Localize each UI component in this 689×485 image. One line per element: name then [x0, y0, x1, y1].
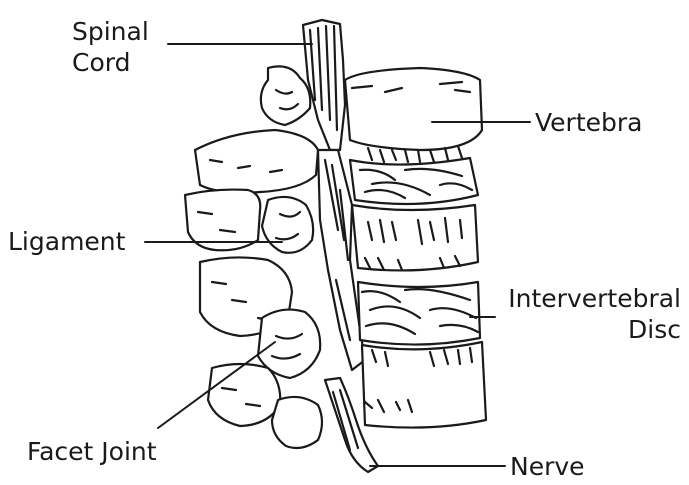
- label-spinal-cord-line2: Cord: [72, 47, 149, 78]
- label-facet-joint: Facet Joint: [27, 436, 157, 467]
- posterior-elements-drawing: [185, 66, 322, 448]
- label-facet-joint-text: Facet Joint: [27, 436, 157, 467]
- label-intervertebral-disc: Intervertebral Disc: [508, 283, 681, 345]
- label-intervertebral-disc-line2: Disc: [508, 314, 681, 345]
- label-vertebra: Vertebra: [535, 107, 642, 138]
- label-intervertebral-disc-line1: Intervertebral: [508, 283, 681, 314]
- label-ligament-text: Ligament: [8, 226, 125, 257]
- label-spinal-cord: Spinal Cord: [72, 16, 149, 78]
- label-spinal-cord-line1: Spinal: [72, 16, 149, 47]
- label-ligament: Ligament: [8, 226, 125, 257]
- label-nerve-text: Nerve: [510, 451, 585, 482]
- label-vertebra-text: Vertebra: [535, 107, 642, 138]
- label-nerve: Nerve: [510, 451, 585, 482]
